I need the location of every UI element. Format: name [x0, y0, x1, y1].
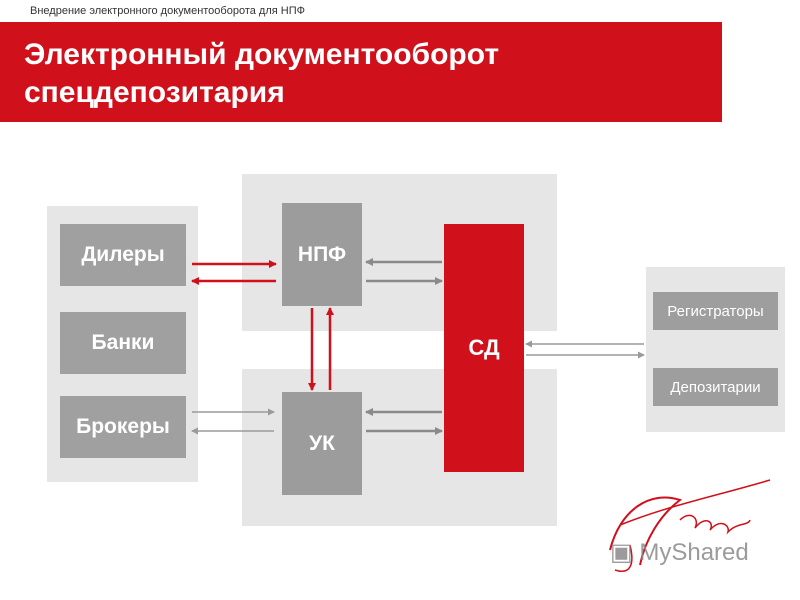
signature-logo	[609, 479, 771, 572]
title-banner: Электронный документооборот спецдепозита…	[0, 22, 722, 122]
slide-caption: Внедрение электронного документооборота …	[30, 5, 305, 17]
box-sd: СД	[444, 224, 524, 472]
presentation-icon: ▣	[610, 539, 633, 566]
box-dealers: Дилеры	[60, 224, 186, 286]
title-line-2: спецдепозитария	[24, 76, 285, 109]
box-uk: УК	[282, 392, 362, 495]
watermark-text: MyShared	[639, 539, 749, 566]
box-registrars: Регистраторы	[653, 292, 778, 330]
title-line-1: Электронный документооборот	[24, 38, 500, 71]
slide-title: Электронный документооборот спецдепозита…	[24, 36, 704, 112]
box-brokers: Брокеры	[60, 396, 186, 458]
box-depositaries: Депозитарии	[653, 368, 778, 406]
box-npf: НПФ	[282, 203, 362, 306]
box-banks: Банки	[60, 312, 186, 374]
watermark-myshared: ▣ MyShared	[610, 538, 749, 567]
